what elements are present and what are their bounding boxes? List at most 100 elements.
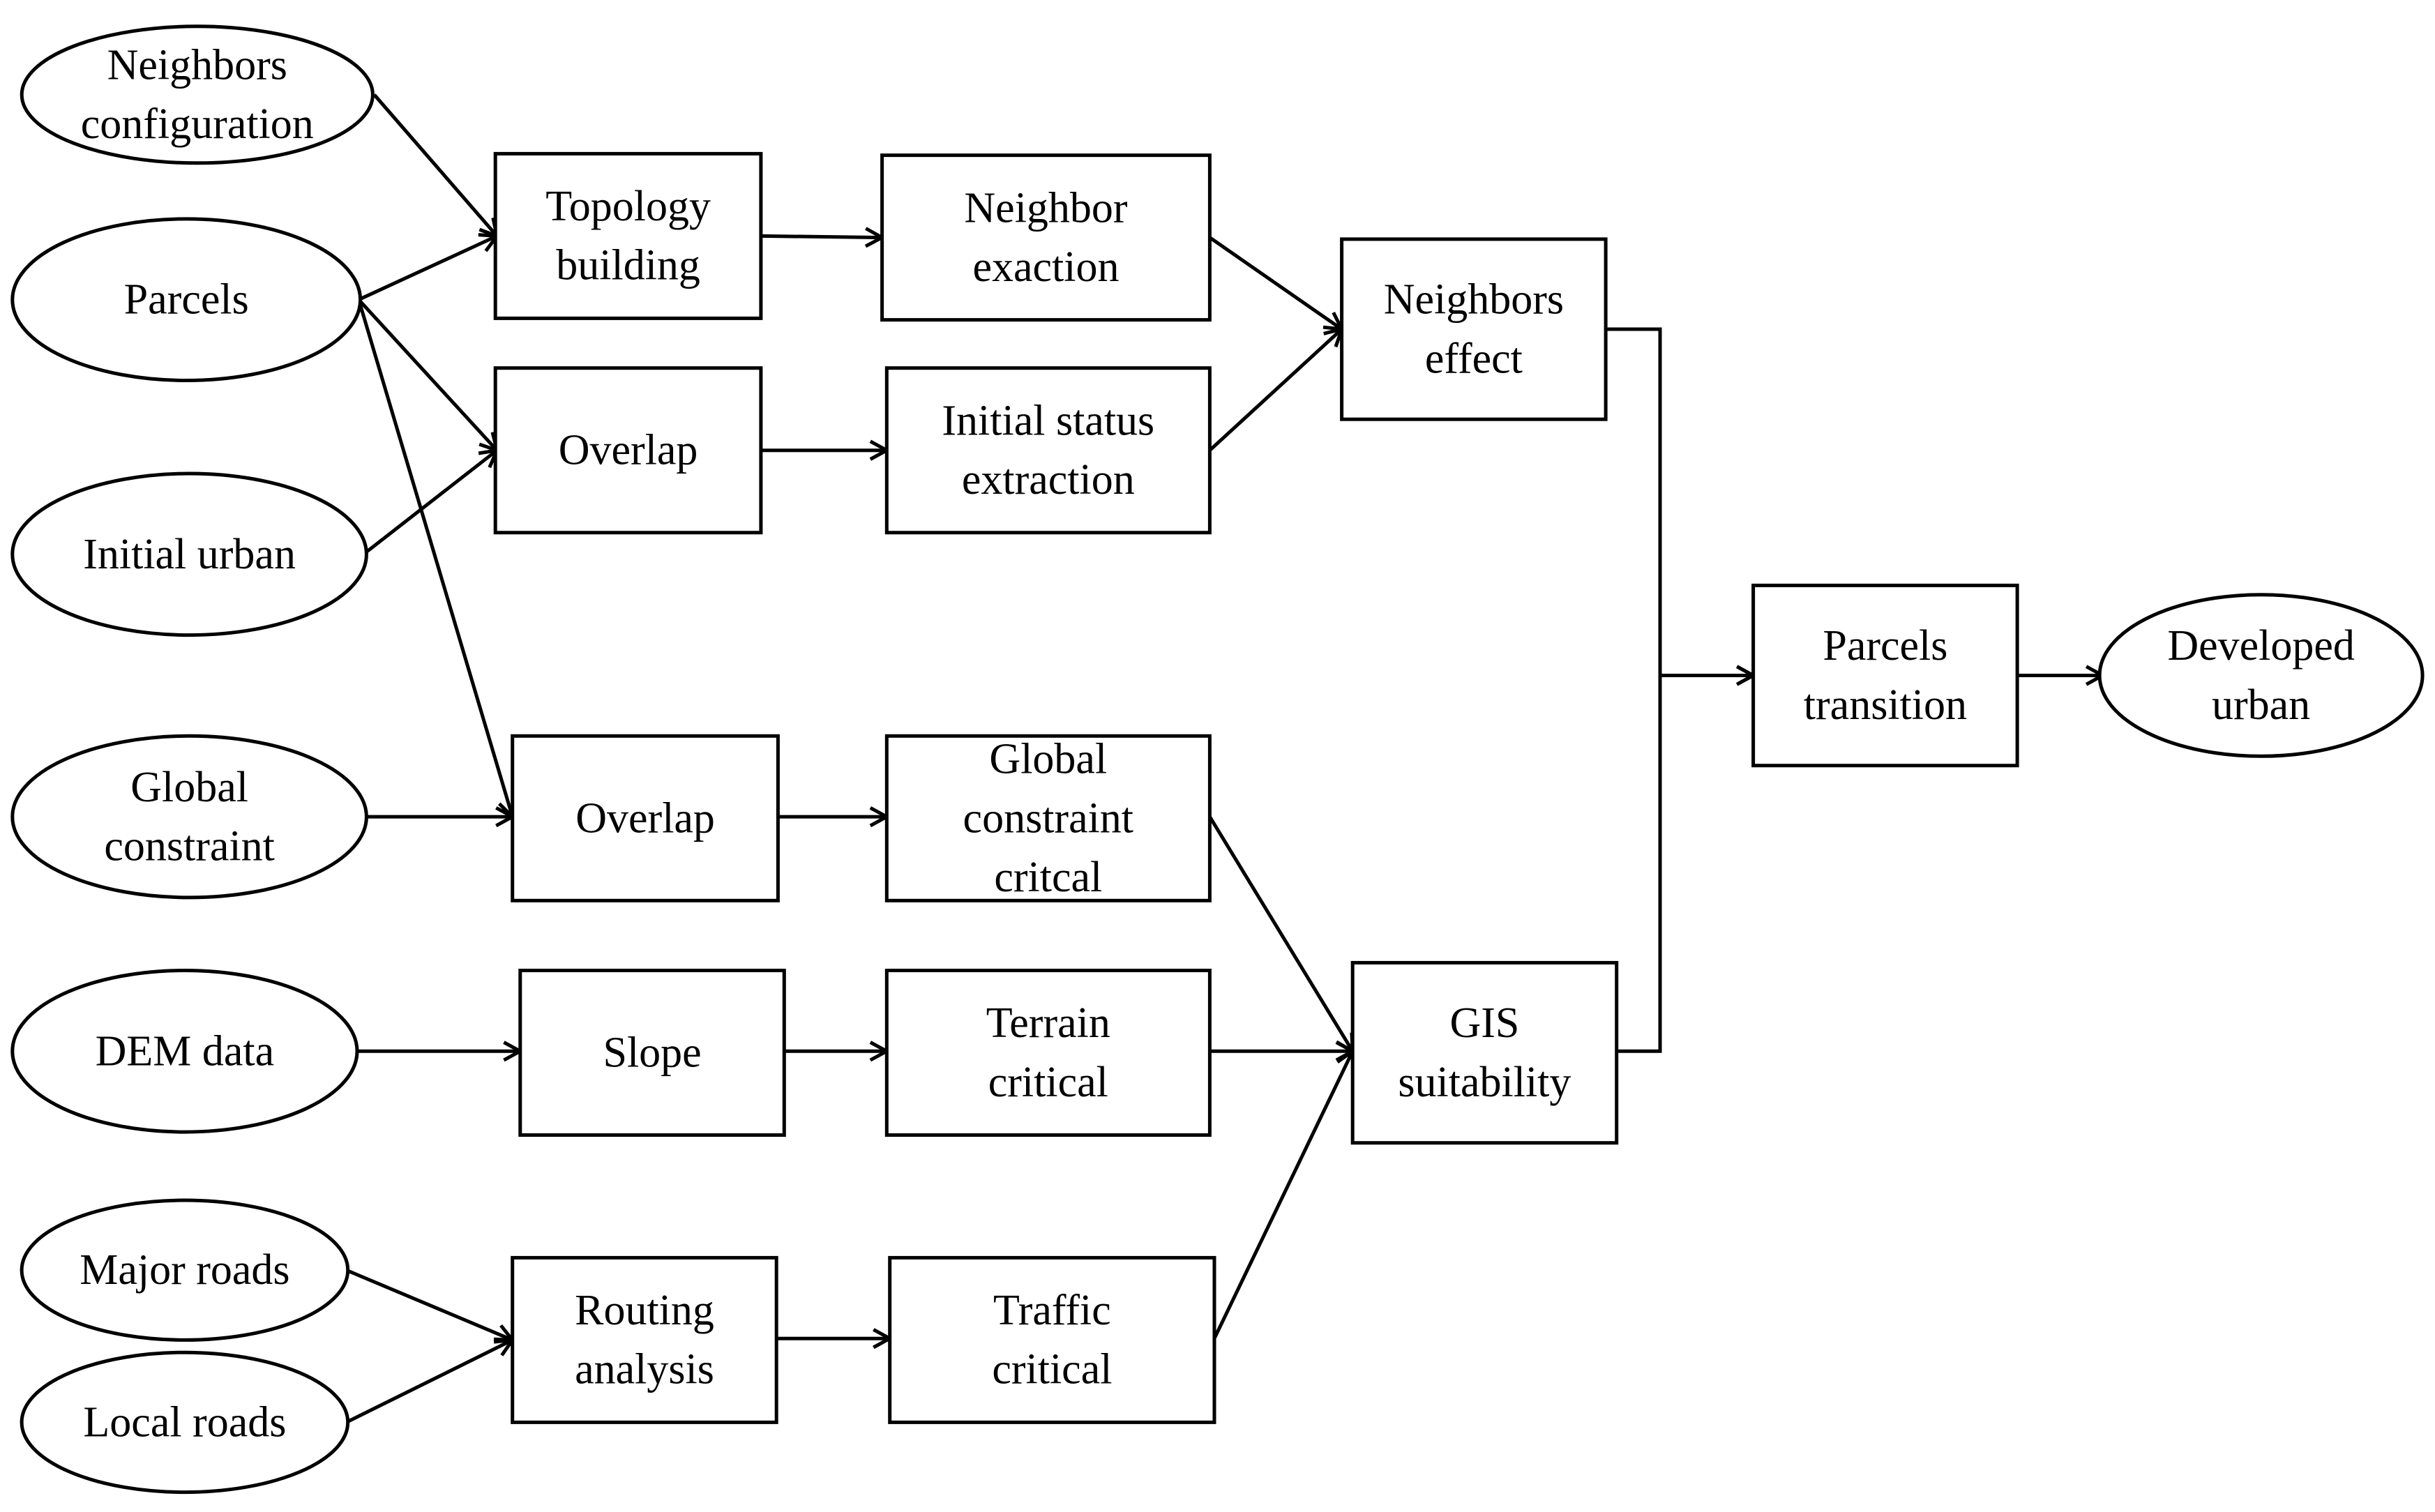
connector-line — [1208, 815, 1355, 1052]
node-label-line: transition — [1804, 681, 1967, 729]
ellipse-shape — [20, 1198, 350, 1342]
node-label-line: Global — [130, 764, 248, 811]
node-label-line: suitability — [1398, 1059, 1571, 1106]
node-label-line: urban — [2212, 681, 2310, 729]
connector-global-constraint-to-overlap-2 — [363, 806, 516, 828]
node-label-line: analysis — [575, 1346, 714, 1393]
node-label-line: Slope — [603, 1029, 701, 1077]
node-label-line: Global — [989, 736, 1107, 783]
node-label-line: Traffic — [993, 1287, 1111, 1334]
connector-line — [1606, 327, 1754, 677]
node-label-line: GIS — [1449, 999, 1519, 1047]
node-gis-suitability: GIS suitability — [1350, 960, 1619, 1145]
node-routing-analysis: Routing analysis — [511, 1255, 778, 1424]
ellipse-shape — [10, 217, 363, 383]
node-label-line: critcal — [994, 854, 1102, 901]
node-local-roads: Local roads — [20, 1350, 350, 1495]
node-initial-status-extraction: Initial status extraction — [884, 366, 1212, 535]
node-label-line: Parcels — [124, 276, 249, 324]
node-overlap-1: Overlap — [493, 366, 763, 535]
connector-line — [1616, 674, 1754, 1053]
node-global-constraint: Global constraint — [10, 734, 368, 900]
node-overlap-2: Overlap — [511, 734, 780, 902]
box-shape — [1350, 960, 1619, 1145]
node-label-line: critical — [988, 1059, 1108, 1106]
node-label-line: DEM data — [96, 1027, 275, 1075]
connector-major-roads-to-routing-analysis — [345, 1268, 516, 1344]
node-label-line: critical — [992, 1346, 1112, 1393]
connector-line — [345, 1338, 513, 1424]
node-label-line: effect — [1425, 335, 1523, 382]
connector-parcels-transition-to-developed-urban — [2017, 665, 2106, 686]
ellipse-shape — [10, 969, 359, 1134]
connector-line — [362, 448, 498, 556]
connector-line — [358, 234, 498, 301]
ellipse-shape — [2097, 593, 2425, 758]
box-shape — [884, 734, 1212, 902]
box-shape — [884, 969, 1212, 1137]
node-initial-urban: Initial urban — [10, 471, 368, 637]
connectors — [345, 93, 2106, 1424]
connector-overlap-2-to-global-constraint-critcal — [778, 806, 891, 828]
node-slope: Slope — [518, 969, 786, 1137]
node-label-line: Topology — [545, 183, 711, 230]
node-label-line: Overlap — [559, 427, 698, 474]
connector-dem-data-to-slope — [357, 1041, 525, 1062]
node-parcels: Parcels — [10, 217, 363, 383]
connector-line — [356, 298, 515, 817]
node-neighbor-exaction: Neighbor exaction — [880, 153, 1212, 322]
box-shape — [518, 969, 786, 1137]
node-label-line: Initial status — [942, 397, 1154, 444]
node-parcels-transition: Parcels transition — [1751, 583, 2019, 768]
box-shape — [493, 366, 763, 535]
node-label-line: building — [556, 242, 700, 289]
connector-line — [345, 1268, 513, 1342]
connector-line — [1208, 236, 1343, 331]
box-shape — [511, 734, 780, 902]
node-label-line: Developed — [2167, 622, 2355, 670]
connector-local-roads-to-routing-analysis — [345, 1337, 516, 1424]
box-shape — [888, 1255, 1216, 1424]
connector-line — [372, 93, 499, 238]
connector-parcels-to-topology-building — [358, 233, 501, 301]
node-label-line: Overlap — [575, 794, 715, 842]
connector-traffic-critical-to-gis-suitability — [1212, 1048, 1356, 1340]
connector-gis-suitability-to-parcels-transition — [1616, 665, 1757, 1053]
node-label-line: constraint — [104, 822, 275, 870]
connector-global-constraint-critcal-to-gis-suitability — [1208, 815, 1355, 1054]
node-label-line: extraction — [962, 456, 1135, 504]
box-shape — [1340, 237, 1608, 421]
ellipse-shape — [20, 24, 375, 165]
node-label-line: Local roads — [83, 1398, 286, 1446]
node-label-line: Initial urban — [83, 531, 296, 578]
ellipse-shape — [10, 471, 368, 637]
connector-line — [1208, 328, 1343, 452]
node-label-line: exaction — [972, 243, 1119, 291]
connector-neighbors-effect-to-parcels-transition — [1606, 327, 1757, 686]
node-label-line: constraint — [963, 794, 1134, 842]
node-dem-data: DEM data — [10, 969, 359, 1134]
node-label-line: Routing — [575, 1287, 714, 1334]
connector-line — [760, 234, 882, 240]
connector-neighbor-exaction-to-neighbors-effect — [1208, 236, 1345, 331]
box-shape — [493, 151, 763, 320]
box-shape — [880, 153, 1212, 322]
node-label-line: configuration — [81, 100, 314, 148]
connector-initial-status-extraction-to-neighbors-effect — [1208, 326, 1345, 452]
node-major-roads: Major roads — [20, 1198, 350, 1342]
box-shape — [511, 1255, 778, 1424]
node-topology-building: Topology building — [493, 151, 763, 320]
box-shape — [884, 366, 1212, 535]
connector-topology-building-to-neighbor-exaction — [760, 227, 886, 248]
node-global-constraint-critcal: Global constraint critcal — [884, 734, 1212, 902]
node-label-line: Neighbor — [964, 184, 1128, 232]
ellipse-shape — [10, 734, 368, 900]
node-label-line: Major roads — [80, 1246, 289, 1294]
node-label-line: Parcels — [1823, 622, 1947, 670]
connector-line — [357, 298, 499, 452]
ellipse-shape — [20, 1350, 350, 1495]
